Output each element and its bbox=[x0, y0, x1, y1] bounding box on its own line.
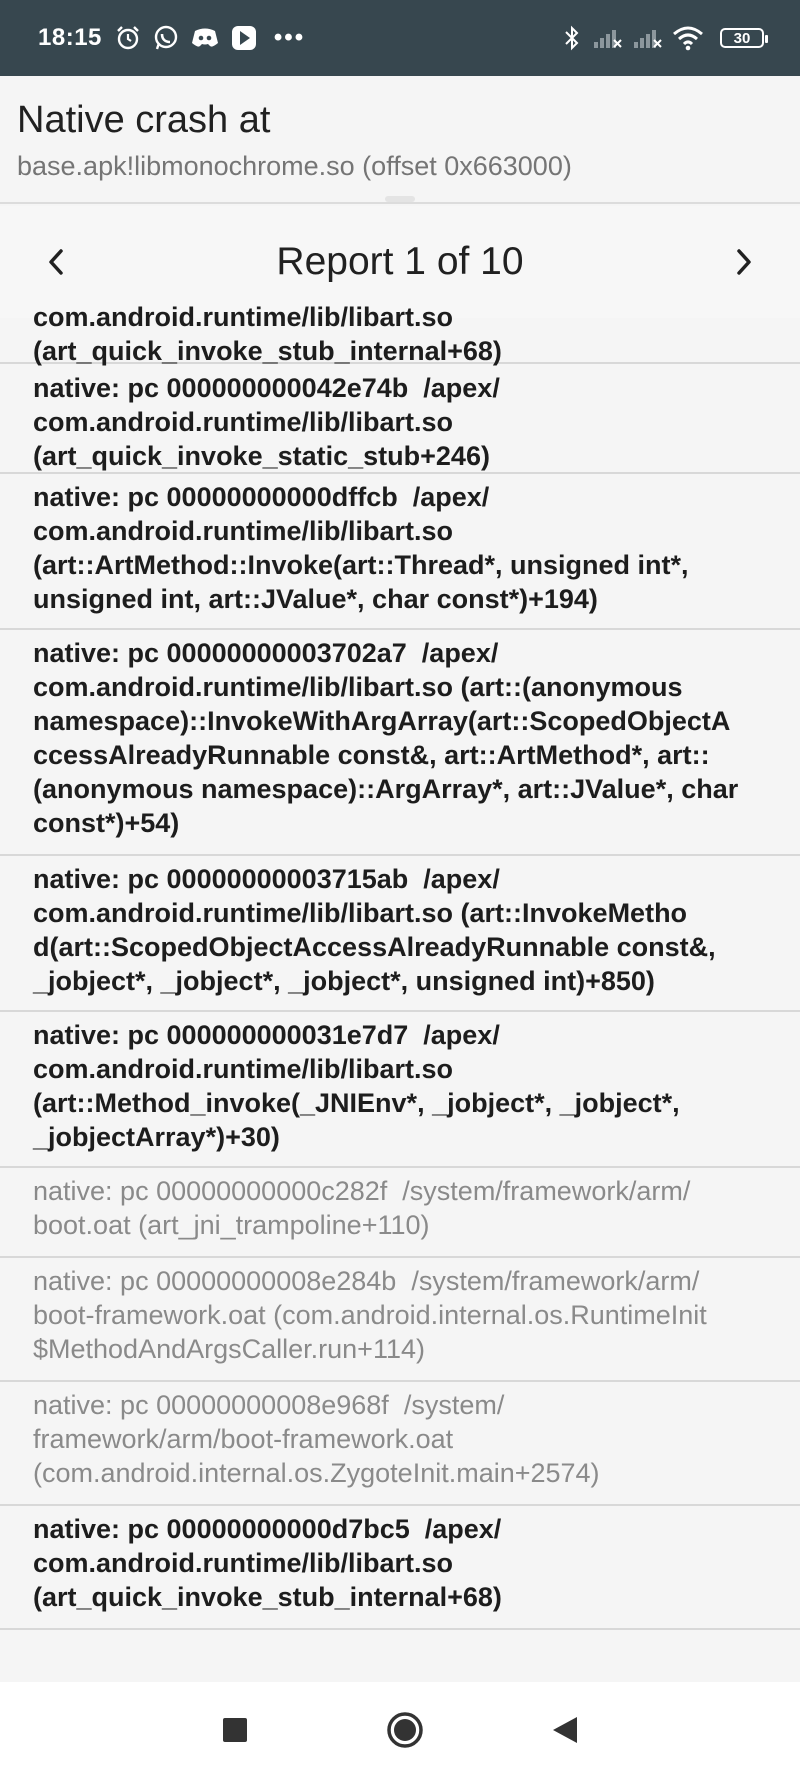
list-item: native: pc 00000000000d7bc5 /apex/ com.a… bbox=[0, 1506, 800, 1630]
previous-report-button[interactable] bbox=[0, 206, 112, 318]
system-navigation-bar bbox=[0, 1682, 800, 1777]
list-item: native: pc 00000000008e968f /system/ fra… bbox=[0, 1382, 800, 1506]
clock: 18:15 bbox=[38, 24, 102, 51]
circle-home-icon bbox=[387, 1712, 423, 1748]
more-notifications-icon: ••• bbox=[273, 24, 306, 51]
play-store-icon bbox=[230, 24, 258, 52]
chevron-left-icon bbox=[49, 249, 63, 275]
list-item: native: pc 00000000008e284b /system/fram… bbox=[0, 1258, 800, 1382]
list-item: native: pc 000000000042e74b /apex/ com.a… bbox=[0, 364, 800, 474]
report-navigator: Report 1 of 10 bbox=[0, 206, 800, 320]
list-item: native: pc 000000000031e7d7 /apex/ com.a… bbox=[0, 1012, 800, 1168]
report-counter: Report 1 of 10 bbox=[276, 240, 524, 283]
stack-trace-list[interactable]: com.android.runtime/lib/libart.so (art_q… bbox=[0, 302, 800, 1678]
crash-header: Native crash at base.apk!libmonochrome.s… bbox=[0, 76, 800, 204]
status-bar: 18:15 ••• 30 bbox=[0, 0, 800, 76]
recents-button[interactable] bbox=[205, 1700, 265, 1760]
back-button[interactable] bbox=[535, 1700, 595, 1760]
next-report-button[interactable] bbox=[688, 206, 800, 318]
status-bar-right: 30 bbox=[562, 24, 768, 52]
triangle-back-icon bbox=[553, 1717, 577, 1743]
list-item: native: pc 00000000000dffcb /apex/ com.a… bbox=[0, 474, 800, 630]
whatsapp-icon bbox=[152, 24, 180, 52]
signal-icon bbox=[632, 26, 662, 50]
home-button[interactable] bbox=[370, 1695, 440, 1765]
bluetooth-icon bbox=[562, 24, 582, 52]
chevron-right-icon bbox=[737, 249, 751, 275]
page-title: Native crash at bbox=[17, 99, 271, 141]
list-item: native: pc 00000000003715ab /apex/ com.a… bbox=[0, 856, 800, 1012]
square-recents-icon bbox=[223, 1718, 247, 1742]
discord-icon bbox=[190, 25, 220, 51]
signal-icon bbox=[592, 26, 622, 50]
list-item: native: pc 00000000003702a7 /apex/ com.a… bbox=[0, 630, 800, 856]
battery-icon: 30 bbox=[720, 28, 768, 48]
wifi-icon bbox=[672, 25, 704, 51]
list-item: com.android.runtime/lib/libart.so (art_q… bbox=[0, 300, 800, 366]
crash-location: base.apk!libmonochrome.so (offset 0x6630… bbox=[17, 151, 572, 181]
list-item: native: pc 00000000000c282f /system/fram… bbox=[0, 1168, 800, 1258]
alarm-icon bbox=[114, 24, 142, 52]
drag-handle bbox=[385, 196, 415, 202]
status-bar-left: 18:15 ••• bbox=[38, 24, 305, 52]
